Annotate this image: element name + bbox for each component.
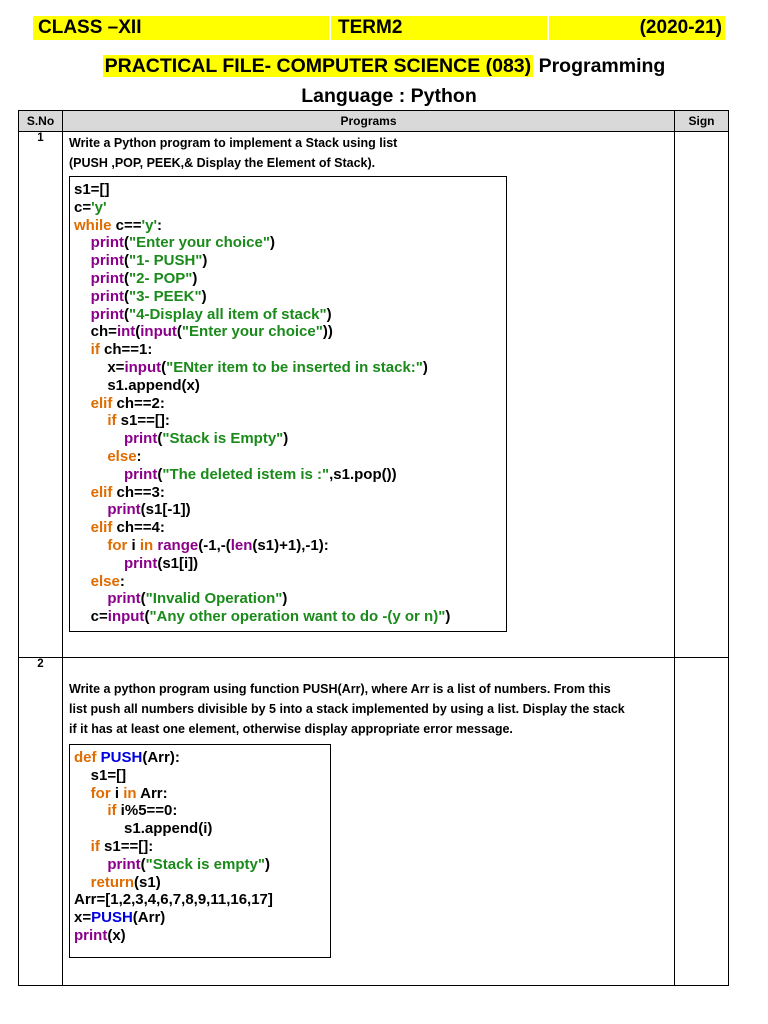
code-line: while c=='y': <box>74 216 163 234</box>
code-line: if s1==[]: <box>90 837 154 855</box>
code-line: return(s1) <box>90 873 161 891</box>
header-bar <box>33 16 725 40</box>
sign-cell <box>674 131 729 658</box>
code-line: x=input("ENter item to be inserted in st… <box>74 358 428 376</box>
code-line: else: <box>90 572 125 590</box>
code-line: for i in range(-1,-(len(s1)+1),-1): <box>107 536 329 554</box>
code-block: s1=[]c='y'while c=='y': print("Enter you… <box>69 176 507 632</box>
year-label: (2020-21) <box>639 17 722 38</box>
code-line: print("Invalid Operation") <box>107 590 288 608</box>
code-line: print("2- POP") <box>90 269 198 287</box>
code-line: print("1- PUSH") <box>90 252 208 270</box>
code-line: if s1==[]: <box>107 412 170 430</box>
question-text: list push all numbers divisible by 5 int… <box>69 702 625 716</box>
program-cell: Write a python program using function PU… <box>62 657 675 986</box>
code-line: def PUSH(Arr): <box>74 749 180 766</box>
code-listing: s1=[]c='y'while c=='y': print("Enter you… <box>70 177 506 626</box>
header-divider <box>547 16 549 40</box>
code-block: def PUSH(Arr): s1=[] for i in Arr: if i%… <box>69 744 331 958</box>
title-highlight: PRACTICAL FILE- COMPUTER SCIENCE (083) <box>102 55 534 77</box>
code-line: print("4-Display all item of stack") <box>90 305 332 323</box>
code-line: print(s1[i]) <box>124 554 199 572</box>
code-line: ch=int(input("Enter your choice")) <box>74 323 333 341</box>
question-text: if it has at least one element, otherwis… <box>69 722 513 736</box>
program-cell: Write a Python program to implement a St… <box>62 131 675 658</box>
code-line: else: <box>107 447 142 465</box>
table-row: 2 Write a python program using function … <box>18 657 729 986</box>
code-line: s1.append(x) <box>74 376 200 394</box>
code-listing: def PUSH(Arr): s1=[] for i in Arr: if i%… <box>70 745 330 945</box>
code-line: print("The deleted istem is :",s1.pop()) <box>124 465 397 483</box>
code-line: print(x) <box>74 926 126 944</box>
code-line: if ch==1: <box>90 341 153 359</box>
document-subtitle: Language : Python <box>301 85 477 107</box>
table-header-row: S.No Programs Sign <box>18 110 729 132</box>
code-line: print(s1[-1]) <box>107 501 191 519</box>
code-line: elif ch==2: <box>90 394 165 412</box>
code-line: c=input("Any other operation want to do … <box>74 608 451 626</box>
question-text: Write a Python program to implement a St… <box>69 136 398 150</box>
header-divider <box>329 16 331 40</box>
col-header-sno: S.No <box>18 110 63 132</box>
row-number: 2 <box>18 657 63 986</box>
table-row: 1 Write a Python program to implement a … <box>18 131 729 658</box>
question-text: (PUSH ,POP, PEEK,& Display the Element o… <box>69 156 376 170</box>
code-line: s1.append(i) <box>74 820 213 838</box>
programs-table: S.No Programs Sign 1 Write a Python prog… <box>18 110 729 986</box>
code-line: print("Stack is empty") <box>107 855 270 873</box>
code-line: print("Enter your choice") <box>90 234 275 252</box>
code-line: x=PUSH(Arr) <box>74 909 166 927</box>
class-label: CLASS –XII <box>38 17 142 38</box>
code-line: elif ch==4: <box>90 519 165 537</box>
code-line: c='y' <box>74 198 107 216</box>
code-line: Arr=[1,2,3,4,6,7,8,9,11,16,17] <box>74 891 273 909</box>
code-line: elif ch==3: <box>90 483 165 501</box>
code-line: for i in Arr: <box>90 784 168 802</box>
document-title: PRACTICAL FILE- COMPUTER SCIENCE (083) P… <box>0 53 768 79</box>
term-label: TERM2 <box>338 17 403 38</box>
col-header-sign: Sign <box>674 110 729 132</box>
row-number: 1 <box>18 131 63 658</box>
code-line: s1=[] <box>74 181 110 198</box>
code-line: s1=[] <box>74 766 127 784</box>
title-rest: Programming <box>533 55 666 77</box>
code-line: print("Stack is Empty") <box>124 430 289 448</box>
question-text: Write a python program using function PU… <box>69 682 611 696</box>
code-line: print("3- PEEK") <box>90 287 207 305</box>
col-header-programs: Programs <box>62 110 675 132</box>
sign-cell <box>674 657 729 986</box>
code-line: if i%5==0: <box>107 802 178 820</box>
